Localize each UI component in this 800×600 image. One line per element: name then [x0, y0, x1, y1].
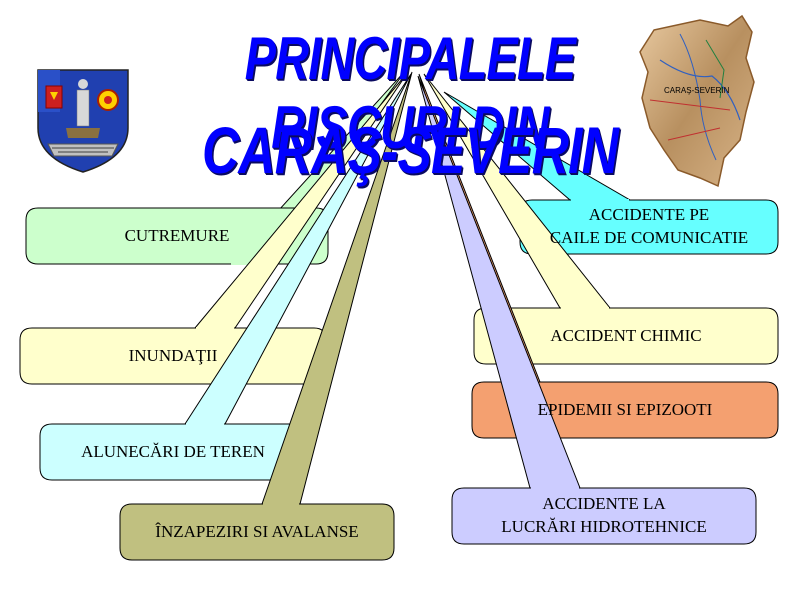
page-title-line2: CARAŞ-SEVERIN: [201, 113, 619, 187]
risk-callout-inzapeziri: [119, 71, 413, 561]
page-title-line1: PRINCIPALELE RISCURI DIN: [244, 25, 576, 161]
caras-severin-county-map-icon: CARAŞ-SEVERIN: [639, 14, 755, 188]
callout-box-inzapeziri: [119, 503, 395, 561]
county-coat-of-arms-icon: [37, 69, 129, 173]
callout-box-inundatii: [19, 327, 327, 385]
map-label: CARAŞ-SEVERIN: [664, 86, 730, 95]
callout-box-accidente-hidro: [451, 487, 757, 545]
callout-box-accident-chimic: [473, 307, 779, 365]
risk-callout-accidente-comunicatie: [443, 91, 779, 255]
risk-callout-accidente-hidro: [417, 75, 757, 545]
callout-box-alunecari: [39, 423, 307, 481]
risk-callout-accident-chimic: [423, 73, 779, 365]
